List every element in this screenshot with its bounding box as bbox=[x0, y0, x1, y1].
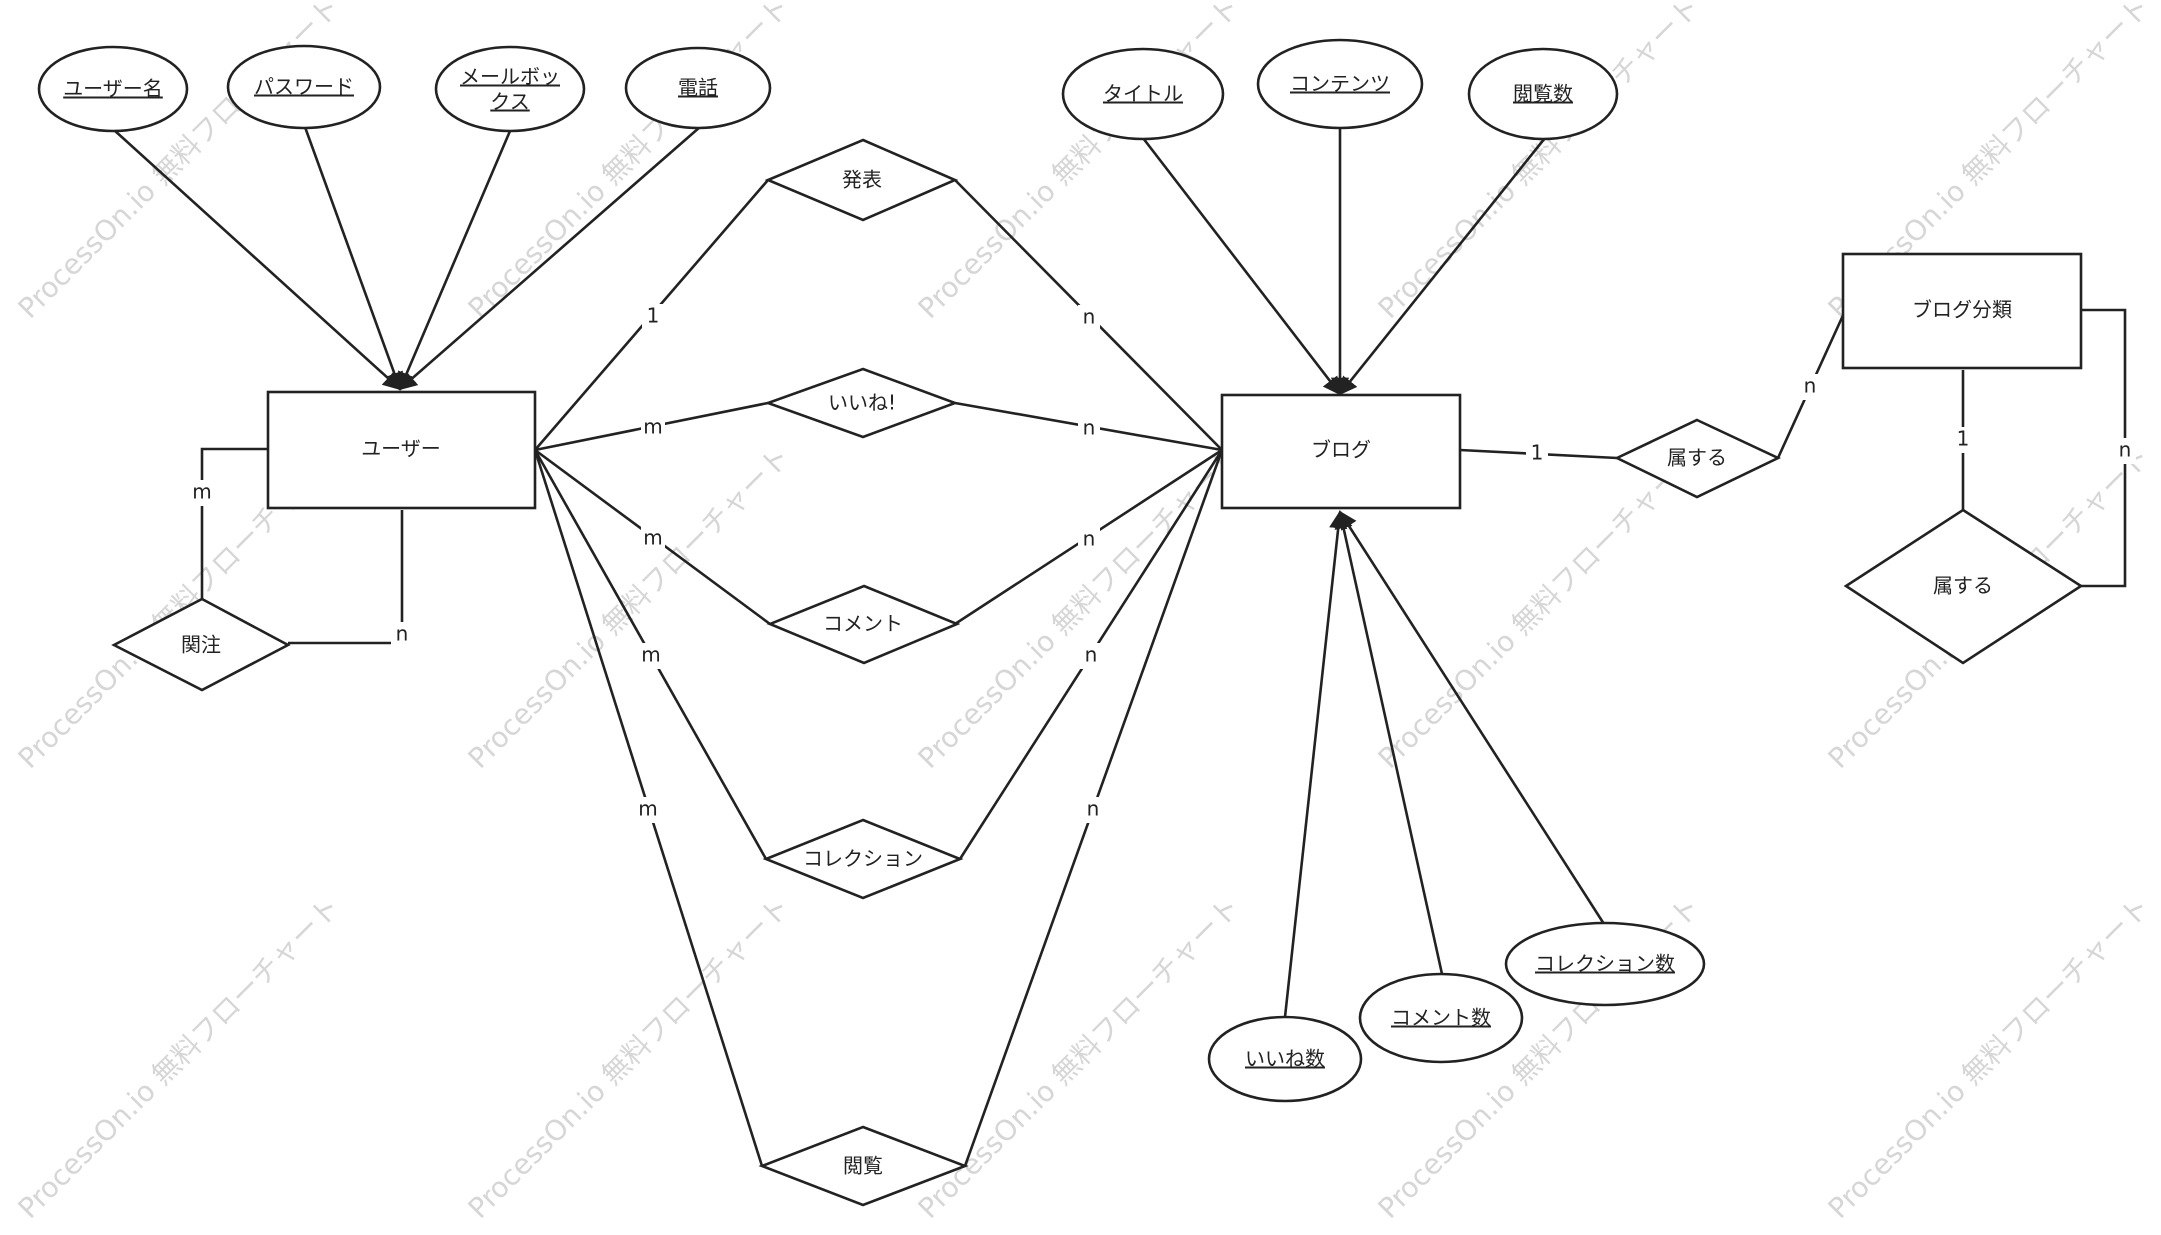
attribute-collections-count-label: コレクション数 bbox=[1535, 952, 1675, 976]
connector-username-user bbox=[113, 129, 402, 391]
connector-password-user bbox=[303, 126, 403, 391]
connector-user-follow-right bbox=[288, 510, 404, 645]
watermark: ProcessOn.io 無料フローチャート bbox=[12, 890, 347, 1225]
attribute-views[interactable]: 閲覧数 bbox=[1467, 47, 1619, 141]
relationship-follow[interactable]: 関注 bbox=[111, 597, 291, 692]
cardinality-comment-blog: n bbox=[1078, 527, 1100, 553]
cardinality-blog-belongs-label: 1 bbox=[1531, 441, 1544, 465]
cardinality-like-user: m bbox=[641, 415, 665, 441]
attribute-mailbox[interactable]: メールボッ クス bbox=[434, 45, 586, 133]
connector-phone-user bbox=[398, 126, 701, 391]
cardinality-self-right-label: n bbox=[2119, 438, 2132, 462]
relationship-publish-label: 発表 bbox=[842, 168, 882, 192]
relationship-view-label: 閲覧 bbox=[843, 1154, 883, 1178]
attribute-phone[interactable]: 電話 bbox=[624, 46, 772, 130]
attribute-mailbox-label-line1: メールボッ bbox=[460, 65, 560, 89]
cardinality-follow-right-label: n bbox=[396, 622, 409, 646]
attribute-comments-count-label: コメント数 bbox=[1391, 1006, 1491, 1030]
watermark: ProcessOn.io 無料フローチャート bbox=[912, 0, 1247, 325]
cardinality-view-blog-label: n bbox=[1087, 797, 1100, 821]
cardinality-comment-user-label: m bbox=[643, 526, 662, 550]
watermark-layer: ProcessOn.io 無料フローチャート ProcessOn.io 無料フロ… bbox=[12, 0, 2157, 1225]
relationship-comment-label: コメント bbox=[823, 612, 903, 636]
entity-blog-label: ブログ bbox=[1311, 438, 1371, 462]
relationship-belongs-blog-label: 属する bbox=[1667, 446, 1727, 470]
relationship-follow-label: 関注 bbox=[181, 633, 221, 657]
cardinality-follow-left-label: m bbox=[192, 480, 211, 504]
relationship-belongs-blog[interactable]: 属する bbox=[1614, 418, 1782, 499]
cardinality-publish-user-label: 1 bbox=[647, 304, 660, 328]
entity-category[interactable]: ブログ分類 bbox=[1841, 252, 2083, 370]
relationship-collect-label: コレクション bbox=[803, 847, 923, 871]
cardinality-view-blog: n bbox=[1082, 797, 1104, 823]
relationship-belongs-self-label: 属する bbox=[1933, 574, 1993, 598]
connector-views-blog bbox=[1338, 137, 1547, 396]
relationship-like-label: いいね! bbox=[828, 391, 896, 415]
relationship-publish[interactable]: 発表 bbox=[764, 138, 959, 222]
connector-title-blog bbox=[1141, 137, 1342, 396]
cardinality-follow-right: n bbox=[391, 622, 413, 648]
relationship-collect[interactable]: コレクション bbox=[762, 818, 964, 900]
cardinality-category-belongs-label: n bbox=[1804, 374, 1817, 398]
cardinality-follow-left: m bbox=[190, 480, 214, 506]
entity-blog[interactable]: ブログ bbox=[1220, 393, 1462, 510]
cardinality-view-user: m bbox=[636, 797, 660, 823]
cardinality-category-belongs: n bbox=[1799, 374, 1821, 400]
cardinality-collect-user-label: m bbox=[641, 643, 660, 667]
relationship-comment[interactable]: コメント bbox=[766, 584, 961, 665]
attribute-content[interactable]: コンテンツ bbox=[1256, 38, 1424, 130]
attribute-password[interactable]: パスワード bbox=[226, 44, 382, 130]
relationship-belongs-self[interactable]: 属する bbox=[1843, 508, 2084, 665]
relationship-view[interactable]: 閲覧 bbox=[758, 1125, 969, 1207]
cardinality-comment-user: m bbox=[641, 526, 665, 552]
cardinality-collect-blog-label: n bbox=[1085, 643, 1098, 667]
cardinality-like-blog-label: n bbox=[1083, 416, 1096, 440]
attribute-username[interactable]: ユーザー名 bbox=[37, 45, 189, 133]
cardinality-like-user-label: m bbox=[643, 415, 662, 439]
cardinality-layer: 1 n m n m n m n bbox=[190, 304, 2136, 823]
entity-category-label: ブログ分類 bbox=[1912, 298, 2012, 322]
connector-mailbox-user bbox=[398, 130, 512, 391]
cardinality-self-top-label: 1 bbox=[1957, 427, 1970, 451]
entity-user[interactable]: ユーザー bbox=[266, 390, 537, 510]
cardinality-view-user-label: m bbox=[638, 797, 657, 821]
cardinality-self-top: 1 bbox=[1952, 427, 1974, 453]
attribute-password-label: パスワード bbox=[254, 75, 354, 99]
attribute-views-label: 閲覧数 bbox=[1513, 82, 1573, 106]
connector-collections-count-blog bbox=[1338, 510, 1606, 925]
attribute-likes-count[interactable]: いいね数 bbox=[1207, 1015, 1363, 1103]
attribute-mailbox-label-line2: クス bbox=[490, 90, 529, 114]
attribute-comments-count[interactable]: コメント数 bbox=[1358, 972, 1524, 1064]
cardinality-blog-belongs: 1 bbox=[1526, 441, 1548, 467]
relationship-like[interactable]: いいね! bbox=[764, 367, 959, 439]
cardinality-self-right: n bbox=[2114, 438, 2136, 464]
cardinality-publish-blog: n bbox=[1078, 305, 1100, 331]
attribute-likes-count-label: いいね数 bbox=[1245, 1047, 1325, 1071]
entity-user-label: ユーザー bbox=[361, 437, 441, 461]
attribute-content-label: コンテンツ bbox=[1290, 72, 1390, 96]
attribute-title[interactable]: タイトル bbox=[1061, 47, 1225, 141]
connector-likes-count-blog bbox=[1283, 510, 1348, 1018]
connector-comments-count-blog bbox=[1334, 510, 1444, 975]
attribute-title-label: タイトル bbox=[1103, 82, 1183, 106]
cardinality-like-blog: n bbox=[1078, 416, 1100, 442]
watermark: ProcessOn.io 無料フローチャート bbox=[462, 890, 797, 1225]
attribute-username-label: ユーザー名 bbox=[63, 77, 163, 101]
cardinality-comment-blog-label: n bbox=[1083, 527, 1096, 551]
cardinality-collect-user: m bbox=[639, 643, 663, 669]
connector-user-follow-left bbox=[200, 447, 268, 600]
attribute-collections-count[interactable]: コレクション数 bbox=[1504, 921, 1706, 1007]
attribute-phone-label: 電話 bbox=[678, 76, 718, 100]
cardinality-collect-blog: n bbox=[1080, 643, 1102, 669]
cardinality-publish-user: 1 bbox=[642, 304, 664, 330]
watermark: ProcessOn.io 無料フローチャート bbox=[912, 890, 1247, 1225]
cardinality-publish-blog-label: n bbox=[1083, 305, 1096, 329]
watermark: ProcessOn.io 無料フローチャート bbox=[1822, 890, 2157, 1225]
